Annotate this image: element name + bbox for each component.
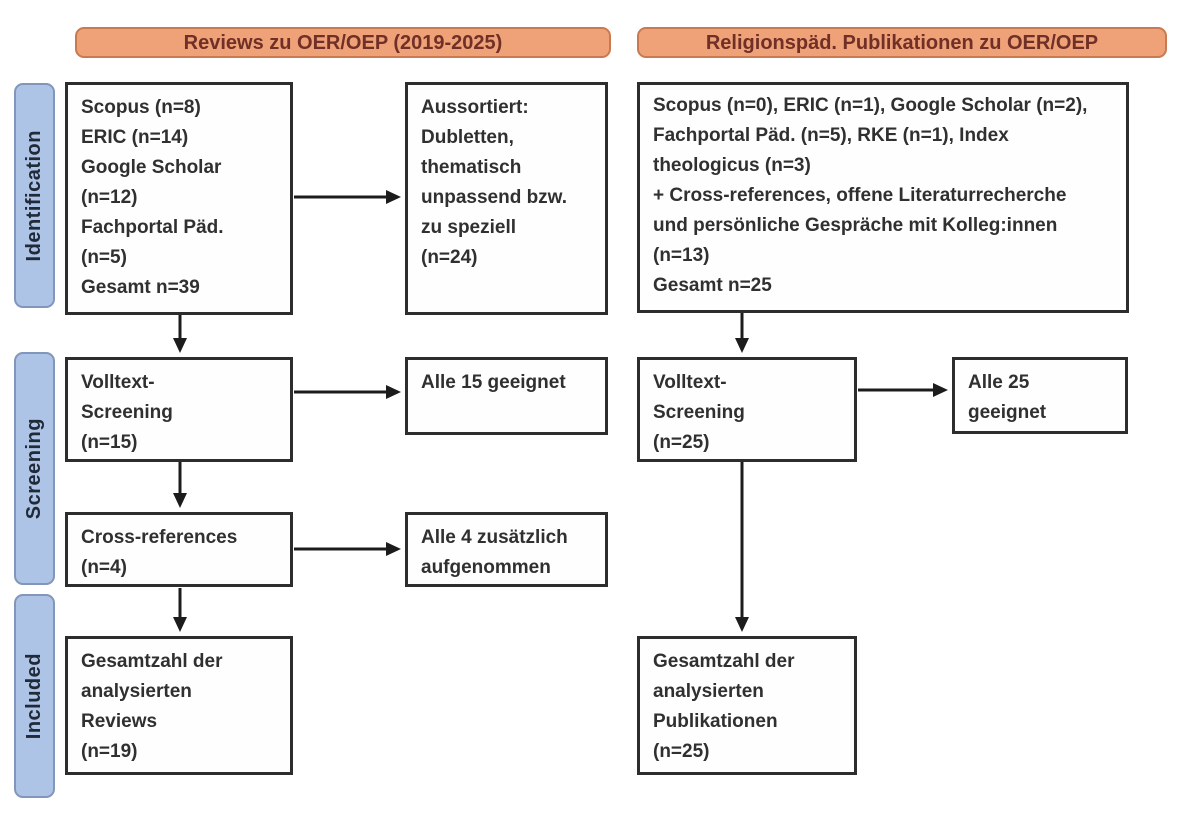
stage-bar-included: Included xyxy=(14,594,55,798)
left-fulltext-screening-box: Volltext- Screening (n=15) xyxy=(65,357,293,462)
left-fulltext-result-box: Alle 15 geeignet xyxy=(405,357,608,435)
right-sources-box: Scopus (n=0), ERIC (n=1), Google Scholar… xyxy=(637,82,1129,313)
right-included-total-box: Gesamtzahl der analysierten Publikatione… xyxy=(637,636,857,775)
stage-label-identification: Identification xyxy=(23,129,45,262)
left-excluded-box: Aussortiert: Dubletten, thematisch unpas… xyxy=(405,82,608,315)
right-fulltext-screening-box: Volltext- Screening (n=25) xyxy=(637,357,857,462)
header-religionspaed-column: Religionspäd. Publikationen zu OER/OEP xyxy=(637,27,1167,58)
left-sources-box: Scopus (n=8) ERIC (n=14) Google Scholar … xyxy=(65,82,293,315)
left-crossreferences-box: Cross-references (n=4) xyxy=(65,512,293,587)
stage-label-screening: Screening xyxy=(23,417,45,520)
right-fulltext-result-box: Alle 25 geeignet xyxy=(952,357,1128,434)
left-included-total-box: Gesamtzahl der analysierten Reviews (n=1… xyxy=(65,636,293,775)
header-reviews-column: Reviews zu OER/OEP (2019-2025) xyxy=(75,27,611,58)
left-crossreferences-result-box: Alle 4 zusätzlich aufgenommen xyxy=(405,512,608,587)
stage-bar-identification: Identification xyxy=(14,83,55,308)
stage-bar-screening: Screening xyxy=(14,352,55,585)
stage-label-included: Included xyxy=(23,652,45,740)
